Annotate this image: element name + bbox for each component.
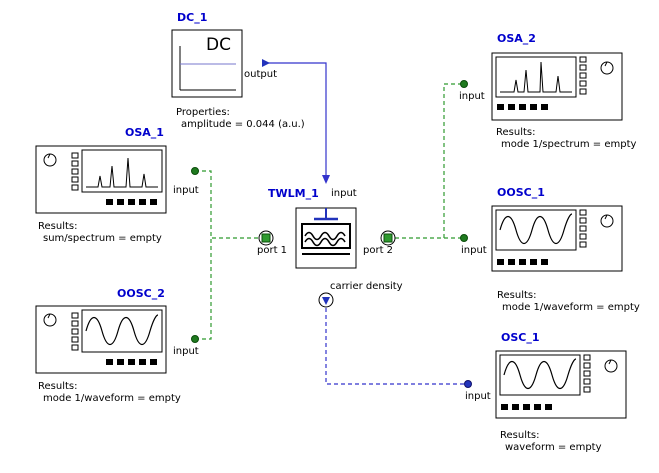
dc1-properties: Properties: amplitude = 0.044 (a.u.) [176, 107, 305, 131]
oosc2-instrument[interactable] [35, 305, 167, 374]
twlm1-port1[interactable] [258, 230, 274, 246]
link-oosc2-to-twlm1-port1[interactable] [195, 238, 212, 340]
osc1-input-port[interactable] [464, 380, 472, 388]
twlm1-port1-label: port 1 [257, 245, 288, 256]
oosc1-results-line: mode 1/waveform = empty [502, 302, 640, 313]
osa2-spectrum-trace [500, 61, 572, 93]
osc1-input-label: input [465, 391, 491, 402]
oosc1-input-port[interactable] [460, 234, 468, 242]
osa1-results-heading: Results: [38, 221, 78, 232]
osa1-title: OSA_1 [125, 126, 164, 139]
osa1-input-label: input [173, 185, 199, 196]
oosc1-waveform-trace [499, 213, 573, 245]
dc1-output-label: output [244, 69, 277, 80]
osa2-results-line: mode 1/spectrum = empty [501, 139, 637, 150]
oosc2-input-label: input [173, 346, 199, 357]
oosc1-results-heading: Results: [497, 290, 537, 301]
twlm1-port2-label: port 2 [363, 245, 394, 256]
osc1-waveform-trace [503, 358, 577, 390]
oosc2-title: OOSC_2 [117, 287, 165, 300]
dc1-properties-amplitude: amplitude = 0.044 (a.u.) [181, 119, 305, 130]
oosc2-results: Results: mode 1/waveform = empty [38, 381, 181, 405]
twlm1-component[interactable] [295, 207, 357, 269]
oosc2-results-line: mode 1/waveform = empty [43, 393, 181, 404]
osa2-title: OSA_2 [497, 32, 536, 45]
osa2-results-heading: Results: [496, 127, 536, 138]
osa1-spectrum-trace [86, 157, 158, 188]
oosc2-waveform-trace [85, 314, 159, 346]
dc1-output-port[interactable] [262, 59, 270, 67]
dc1-properties-heading: Properties: [176, 107, 230, 118]
twlm1-title: TWLM_1 [268, 187, 319, 200]
osc1-title: OSC_1 [501, 331, 540, 344]
dc1-component[interactable] [171, 29, 243, 98]
oosc1-results: Results: mode 1/waveform = empty [497, 290, 640, 314]
osa2-input-port[interactable] [460, 80, 468, 88]
link-twlm1-carrier-to-osc1[interactable] [325, 308, 466, 385]
link-dc1-to-twlm1[interactable] [262, 62, 327, 180]
osc1-results: Results: waveform = empty [500, 430, 602, 454]
osa2-input-label: input [459, 91, 485, 102]
oosc1-input-label: input [461, 245, 487, 256]
oosc2-results-heading: Results: [38, 381, 78, 392]
osc1-results-line: waveform = empty [505, 442, 602, 453]
osa2-results: Results: mode 1/spectrum = empty [496, 127, 636, 151]
osa1-input-port[interactable] [191, 167, 199, 175]
oosc1-instrument[interactable] [491, 205, 623, 272]
twlm1-carrier-density-port[interactable] [318, 292, 334, 308]
osc1-instrument[interactable] [495, 350, 627, 419]
osa1-results: Results: sum/spectrum = empty [38, 221, 162, 245]
dc1-title: DC_1 [177, 11, 208, 24]
twlm1-input-label: input [331, 188, 357, 199]
osa1-instrument[interactable] [35, 145, 167, 214]
osa2-instrument[interactable] [491, 52, 623, 121]
osa1-results-line: sum/spectrum = empty [43, 233, 162, 244]
link-twlm1-port2-to-osa2[interactable] [388, 83, 462, 239]
link-osa1-to-twlm1-port1[interactable] [195, 170, 266, 239]
oosc1-title: OOSC_1 [497, 186, 545, 199]
dc1-screen-label: DC [206, 35, 231, 55]
oosc2-input-port[interactable] [191, 335, 199, 343]
link-arrow-dc1-to-twlm1 [322, 175, 330, 184]
osc1-results-heading: Results: [500, 430, 540, 441]
twlm1-carrier-label: carrier density [330, 281, 403, 292]
twlm1-port2[interactable] [380, 230, 396, 246]
